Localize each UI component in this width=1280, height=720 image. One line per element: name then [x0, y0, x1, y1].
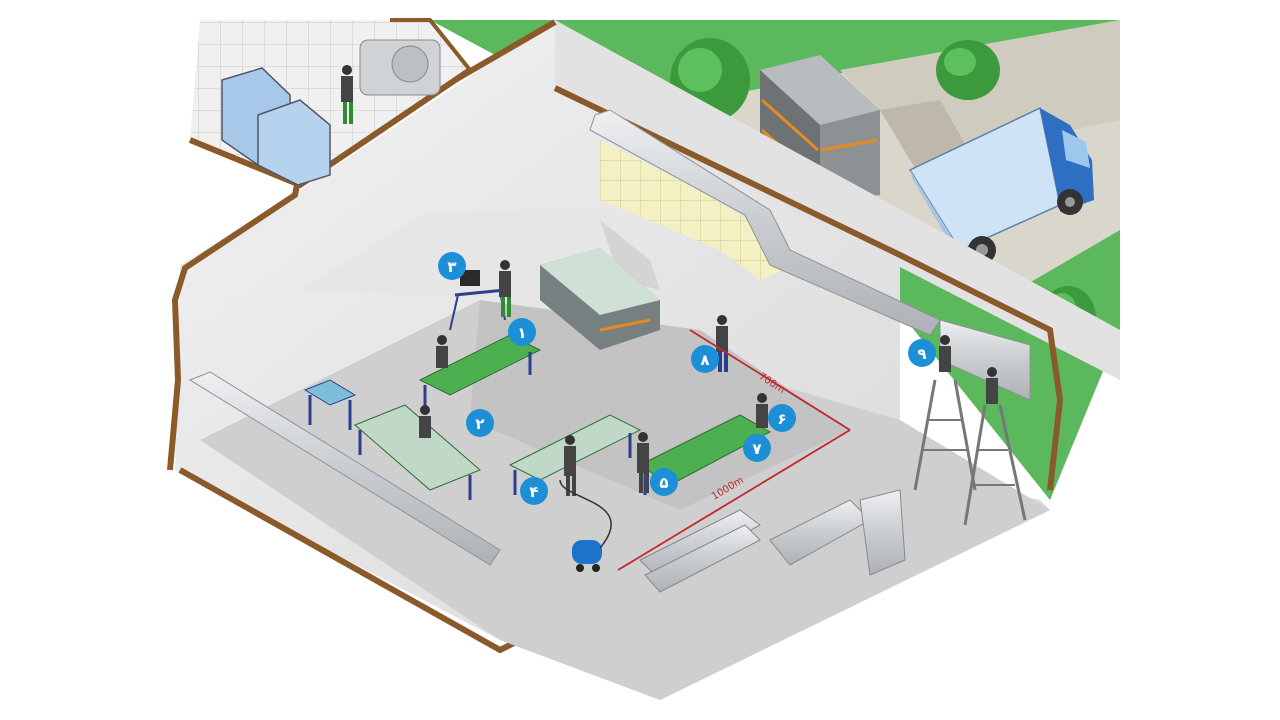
small-table	[303, 379, 357, 430]
finished-ducts	[639, 489, 906, 593]
station-marker-7[interactable]: ۷	[743, 434, 771, 462]
station-markers: ۱ ۲ ۳ ۴ ۵ ۶ ۷ ۸ ۹	[438, 252, 936, 505]
ladder-icon	[963, 404, 1027, 526]
station-marker-8[interactable]: ۸	[691, 345, 719, 373]
station-number: ۹	[917, 345, 926, 363]
air-compressor	[559, 479, 612, 572]
tree-icon	[936, 40, 1000, 100]
worker-icon	[756, 393, 768, 428]
worker-icon	[939, 335, 951, 372]
station-marker-4[interactable]: ۴	[520, 477, 548, 505]
station-number: ۶	[777, 410, 786, 428]
station-number: ۴	[529, 483, 538, 501]
station-number: ۳	[447, 258, 456, 276]
hvac-unit	[221, 67, 331, 186]
station-number: ۵	[659, 474, 668, 492]
worker-icon	[499, 260, 511, 317]
station-number: ۷	[752, 440, 761, 458]
worker-icon	[716, 315, 728, 372]
ceiling-duct	[589, 109, 1031, 401]
worker-icon	[986, 367, 998, 404]
dimension-line-width	[689, 329, 851, 431]
station-marker-6[interactable]: ۶	[768, 404, 796, 432]
ladder-icon	[913, 379, 977, 491]
work-table-2	[354, 404, 481, 500]
worker-icon	[564, 435, 576, 496]
floor-duct	[188, 371, 501, 566]
ladders	[913, 379, 1027, 526]
worker-icon	[341, 65, 353, 124]
station-number: ۲	[475, 415, 484, 433]
workers	[419, 260, 998, 496]
station-marker-3[interactable]: ۳	[438, 252, 466, 280]
worker-icon	[436, 335, 448, 368]
fan-housing	[359, 39, 441, 96]
dimension-line-length	[617, 429, 851, 571]
station-marker-9[interactable]: ۹	[908, 339, 936, 367]
cutting-table	[540, 248, 660, 350]
upper-room	[188, 18, 472, 189]
station-number: ۱	[517, 324, 526, 342]
station-marker-2[interactable]: ۲	[466, 409, 494, 437]
worker-icon	[419, 405, 431, 438]
station-number: ۸	[700, 351, 709, 369]
worker-icon	[637, 432, 649, 493]
station-marker-5[interactable]: ۵	[650, 468, 678, 496]
station-marker-1[interactable]: ۱	[508, 318, 536, 346]
